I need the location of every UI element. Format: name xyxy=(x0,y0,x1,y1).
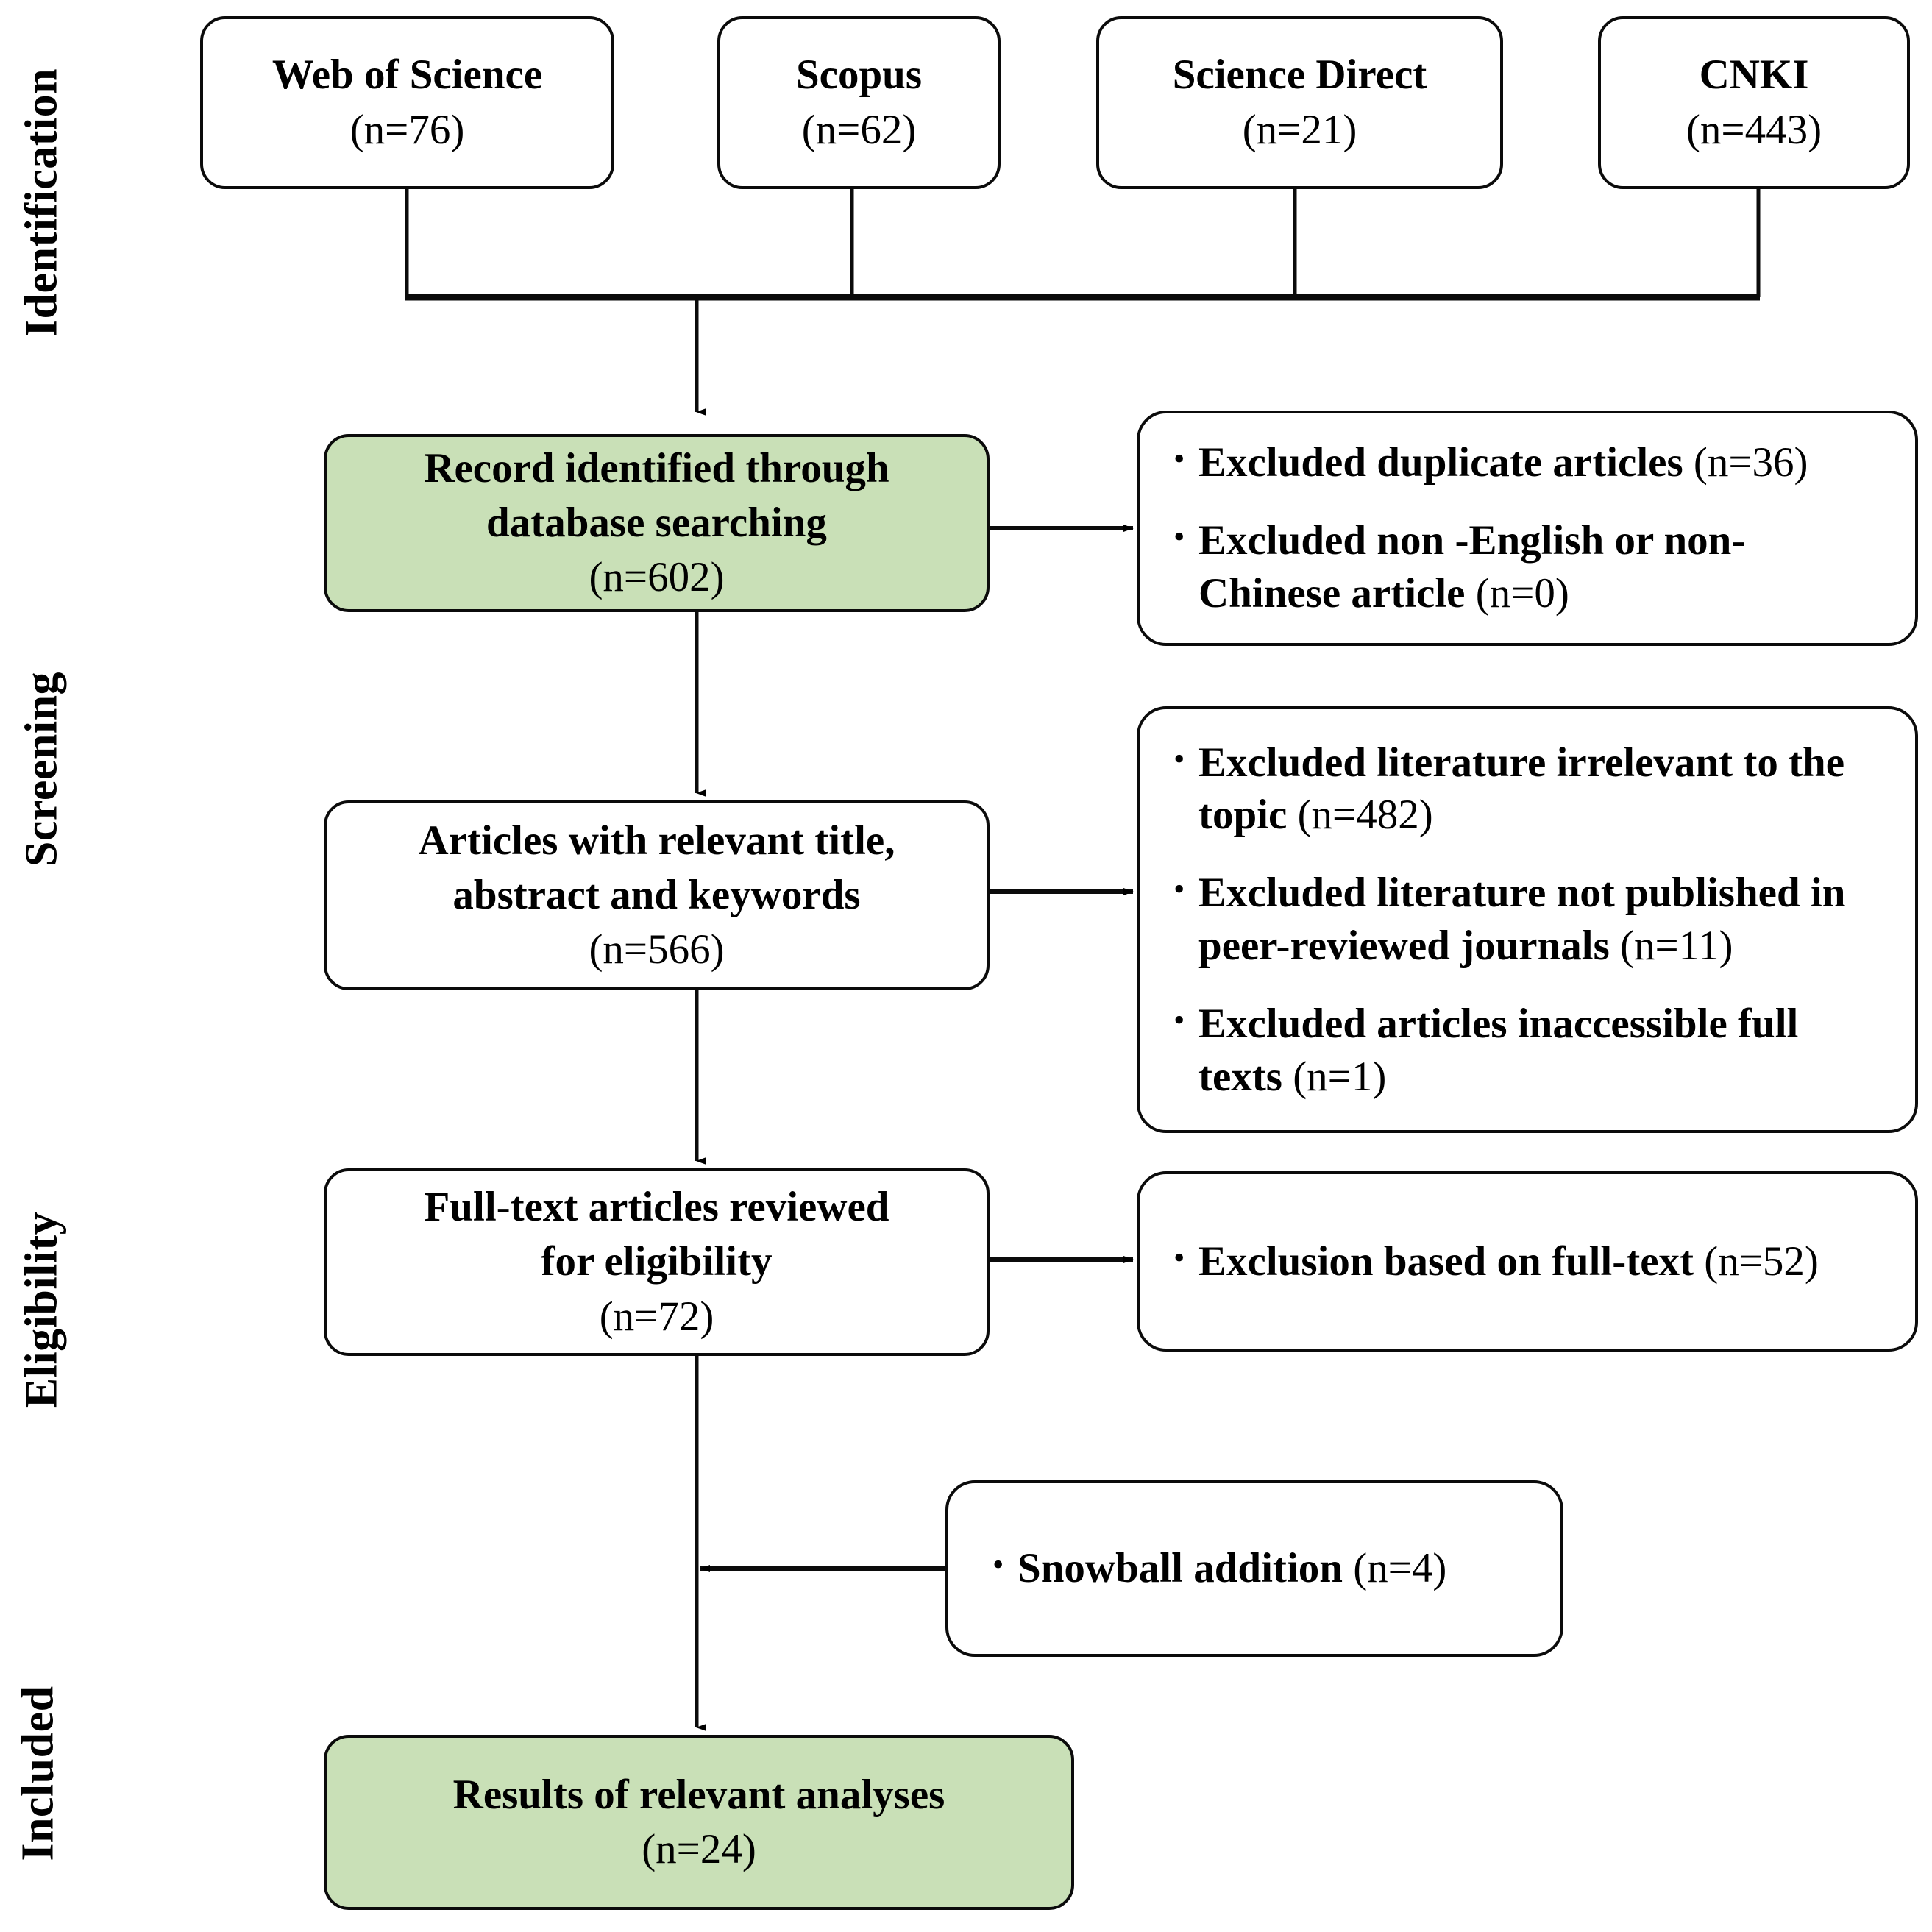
flow-box-text: Results of relevant analyses (n=24) xyxy=(440,1768,959,1877)
exclusion-count: (n=0) xyxy=(1475,569,1569,617)
exclusion-label: Exclusion based on full-text xyxy=(1198,1237,1705,1285)
flow-box-text: Record identified through database searc… xyxy=(411,441,902,605)
exclusion-label: Excluded literature not published in pee… xyxy=(1198,870,1846,969)
source-box-scopus[interactable]: Scopus (n=62) xyxy=(717,16,1001,189)
flow-box-full-text-reviewed[interactable]: Full-text articles reviewed for eligibil… xyxy=(324,1168,990,1356)
exclusion-label: Excluded articles inaccessible full text… xyxy=(1198,1000,1799,1100)
source-box-cnki[interactable]: CNKI (n=443) xyxy=(1598,16,1910,189)
addition-box-snowball[interactable]: • Snowball addition (n=4) xyxy=(945,1480,1563,1657)
source-name: Web of Science xyxy=(271,52,543,99)
source-name: Science Direct xyxy=(1172,52,1427,99)
flow-box-count: (n=72) xyxy=(599,1293,714,1340)
flow-box-count: (n=24) xyxy=(642,1826,756,1872)
exclusion-count: (n=36) xyxy=(1693,439,1808,486)
exclusion-bullet: • Excluded articles inaccessible full te… xyxy=(1173,998,1886,1104)
exclusion-bullet: • Excluded literature not published in p… xyxy=(1173,867,1886,973)
exclusion-text: Excluded duplicate articles (n=36) xyxy=(1198,436,1886,489)
exclusion-count: (n=11) xyxy=(1620,923,1733,969)
flow-box-text: Articles with relevant title, abstract a… xyxy=(405,814,909,977)
exclusion-bullet: • Excluded duplicate articles (n=36) xyxy=(1173,436,1886,489)
source-name: Scopus xyxy=(795,52,923,99)
addition-label: Snowball addition xyxy=(1018,1545,1354,1592)
exclusion-label: Excluded non -English or non-Chinese art… xyxy=(1198,517,1746,617)
exclusion-label: Excluded duplicate articles xyxy=(1198,439,1694,486)
bullet-icon: • xyxy=(1173,441,1185,477)
source-count: (n=62) xyxy=(801,106,917,153)
exclusion-box-stage2[interactable]: • Excluded literature irrelevant to the … xyxy=(1137,706,1918,1133)
addition-count: (n=4) xyxy=(1353,1545,1447,1592)
source-name: CNKI xyxy=(1699,52,1809,99)
exclusion-box-stage1[interactable]: • Excluded duplicate articles (n=36) • E… xyxy=(1137,411,1918,646)
source-count: (n=443) xyxy=(1686,106,1822,153)
flow-box-record-identified[interactable]: Record identified through database searc… xyxy=(324,434,990,612)
source-box-text: Web of Science (n=76) xyxy=(259,48,555,157)
flow-box-line-1: Articles with relevant title, xyxy=(418,817,895,864)
bullet-icon: • xyxy=(1173,519,1185,555)
source-box-text: Science Direct (n=21) xyxy=(1159,48,1441,157)
bullet-icon: • xyxy=(1173,1001,1185,1038)
flow-box-line-1: Results of relevant analyses xyxy=(452,1771,945,1818)
source-box-science-direct[interactable]: Science Direct (n=21) xyxy=(1096,16,1503,189)
bullet-icon: • xyxy=(1173,1239,1185,1276)
source-box-text: CNKI (n=443) xyxy=(1673,48,1835,157)
source-box-web-of-science[interactable]: Web of Science (n=76) xyxy=(200,16,614,189)
exclusion-count: (n=482) xyxy=(1297,792,1433,839)
exclusion-label: Excluded literature irrelevant to the to… xyxy=(1198,739,1845,839)
bullet-icon: • xyxy=(992,1546,1004,1583)
addition-bullet: • Snowball addition (n=4) xyxy=(992,1542,1531,1595)
stage-label-included: Included xyxy=(13,1686,63,1861)
flow-box-line-2: for eligibility xyxy=(541,1238,773,1285)
exclusion-bullet: • Excluded non -English or non-Chinese a… xyxy=(1173,514,1886,620)
exclusion-text: Excluded literature irrelevant to the to… xyxy=(1198,736,1886,842)
addition-text: Snowball addition (n=4) xyxy=(1018,1542,1531,1595)
bullet-icon: • xyxy=(1173,740,1185,777)
source-box-text: Scopus (n=62) xyxy=(783,48,935,157)
flow-box-text: Full-text articles reviewed for eligibil… xyxy=(411,1180,902,1343)
exclusion-count: (n=52) xyxy=(1704,1237,1819,1285)
flow-box-line-2: abstract and keywords xyxy=(452,871,861,918)
exclusion-text: Excluded literature not published in pee… xyxy=(1198,867,1886,973)
exclusion-text: Excluded articles inaccessible full text… xyxy=(1198,998,1886,1104)
exclusion-text: Exclusion based on full-text (n=52) xyxy=(1198,1235,1886,1288)
flow-box-count: (n=566) xyxy=(589,926,725,973)
exclusion-bullet: • Exclusion based on full-text (n=52) xyxy=(1173,1235,1886,1288)
stage-label-identification: Identification xyxy=(16,68,67,338)
source-count: (n=21) xyxy=(1242,106,1357,153)
flow-box-count: (n=602) xyxy=(589,554,725,601)
flow-box-line-1: Record identified through xyxy=(424,444,889,491)
stage-label-eligibility: Eligibility xyxy=(16,1211,67,1409)
exclusion-text: Excluded non -English or non-Chinese art… xyxy=(1198,514,1886,620)
flow-box-results[interactable]: Results of relevant analyses (n=24) xyxy=(324,1735,1074,1910)
stage-label-screening: Screening xyxy=(16,671,67,867)
bullet-icon: • xyxy=(1173,871,1185,908)
flow-box-line-1: Full-text articles reviewed xyxy=(424,1184,889,1231)
source-drop-lines xyxy=(405,189,1761,297)
flow-box-relevant-title[interactable]: Articles with relevant title, abstract a… xyxy=(324,800,990,990)
exclusion-box-stage3[interactable]: • Exclusion based on full-text (n=52) xyxy=(1137,1171,1918,1352)
flow-box-line-2: database searching xyxy=(486,499,827,546)
exclusion-bullet: • Excluded literature irrelevant to the … xyxy=(1173,736,1886,842)
source-count: (n=76) xyxy=(349,106,465,153)
exclusion-count: (n=1) xyxy=(1293,1053,1387,1100)
